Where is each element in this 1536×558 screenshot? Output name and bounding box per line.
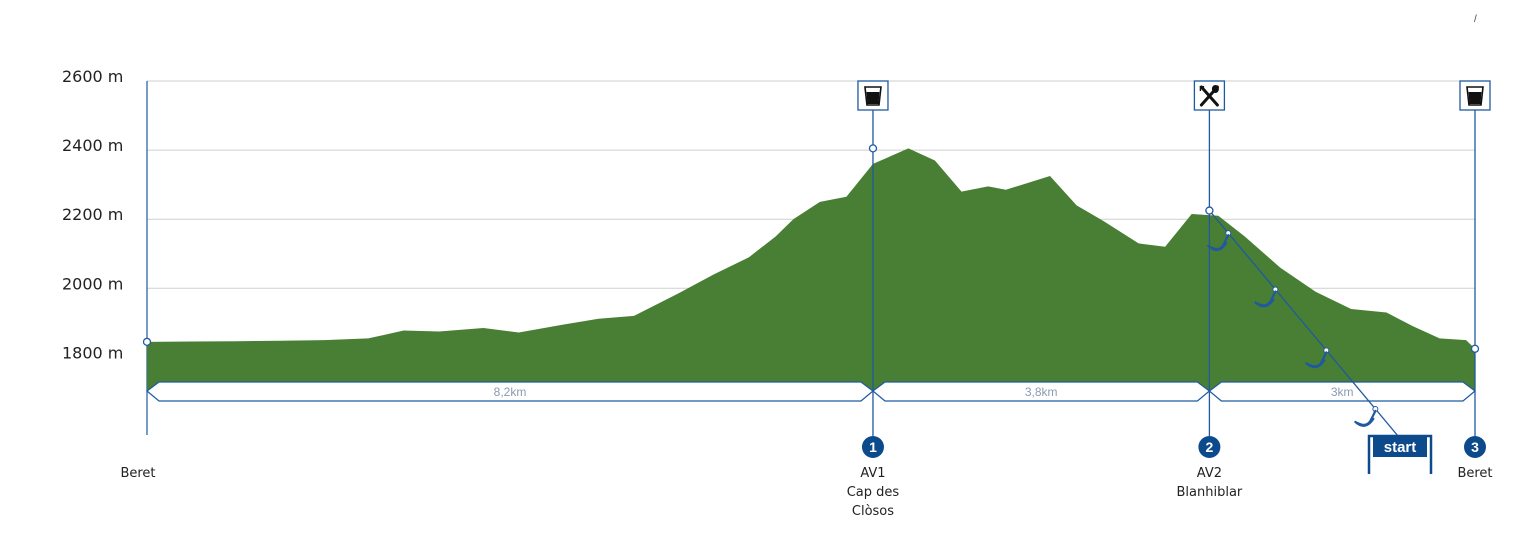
corner-mark: / <box>1474 14 1477 25</box>
start-banner: start <box>1367 434 1433 474</box>
chair-seat <box>1254 290 1277 308</box>
waypoint-dot-3 <box>1470 344 1480 353</box>
start-label: start <box>1384 439 1417 456</box>
glass-fill <box>1468 92 1482 104</box>
waypoint-number-2: 2 <box>1206 439 1214 455</box>
waypoint-1: 1 <box>857 80 889 458</box>
segment-label-1: 8,2km <box>494 385 527 399</box>
drink-icon <box>857 80 889 111</box>
waypoint-dot-0 <box>142 337 152 347</box>
chair-seat <box>1354 409 1377 427</box>
waypoint-1-label-2: Clòsos <box>852 504 894 519</box>
ytick-label-1800: 1800 m <box>62 343 123 362</box>
spoon-head <box>1211 85 1219 93</box>
terrain-area <box>147 148 1475 391</box>
ski-lift-line <box>1208 210 1399 437</box>
start-banner-flag <box>1373 437 1427 457</box>
drink-icon <box>1459 80 1491 111</box>
waypoint-1-label-1: Cap des <box>847 485 900 500</box>
waypoint-0 <box>142 337 152 347</box>
segment-label-2: 3,8km <box>1025 385 1058 399</box>
waypoint-1-label-0: AV1 <box>860 466 885 481</box>
fork-tines <box>1199 86 1205 91</box>
waypoint-2: 2 <box>1193 80 1226 458</box>
waypoint-3: 3 <box>1459 80 1491 458</box>
ytick-label-2400: 2400 m <box>62 136 123 155</box>
waypoint-number-badge-2 <box>1198 436 1221 458</box>
waypoint-dot-2 <box>1205 206 1214 215</box>
chair-seat <box>1305 351 1328 369</box>
start-banner-posts <box>1367 434 1433 474</box>
waypoint-3-label-0: Beret <box>1457 466 1492 481</box>
glass-fill <box>866 92 880 104</box>
waypoint-number-badge-1 <box>861 436 884 458</box>
waypoint-number-3: 3 <box>1471 439 1479 455</box>
waypoint-2-label-1: Blanhiblar <box>1177 485 1243 500</box>
ytick-label-2600: 2600 m <box>62 67 123 86</box>
chairlift-chair-icon-3 <box>1305 347 1330 369</box>
chairlift-chair-icon-4 <box>1354 405 1379 427</box>
segment-label-3: 3km <box>1331 385 1354 399</box>
waypoint-number-1: 1 <box>869 439 877 455</box>
ytick-label-2000: 2000 m <box>62 274 123 293</box>
waypoint-dot-1 <box>868 144 878 153</box>
chairlift-chair-icon-2 <box>1254 286 1279 308</box>
waypoint-2-label-0: AV2 <box>1197 466 1222 481</box>
waypoint-number-badge-3 <box>1464 436 1486 458</box>
waypoint-0-label-0: Beret <box>120 466 155 481</box>
ytick-label-2200: 2200 m <box>62 205 123 224</box>
food-icon <box>1193 80 1226 111</box>
